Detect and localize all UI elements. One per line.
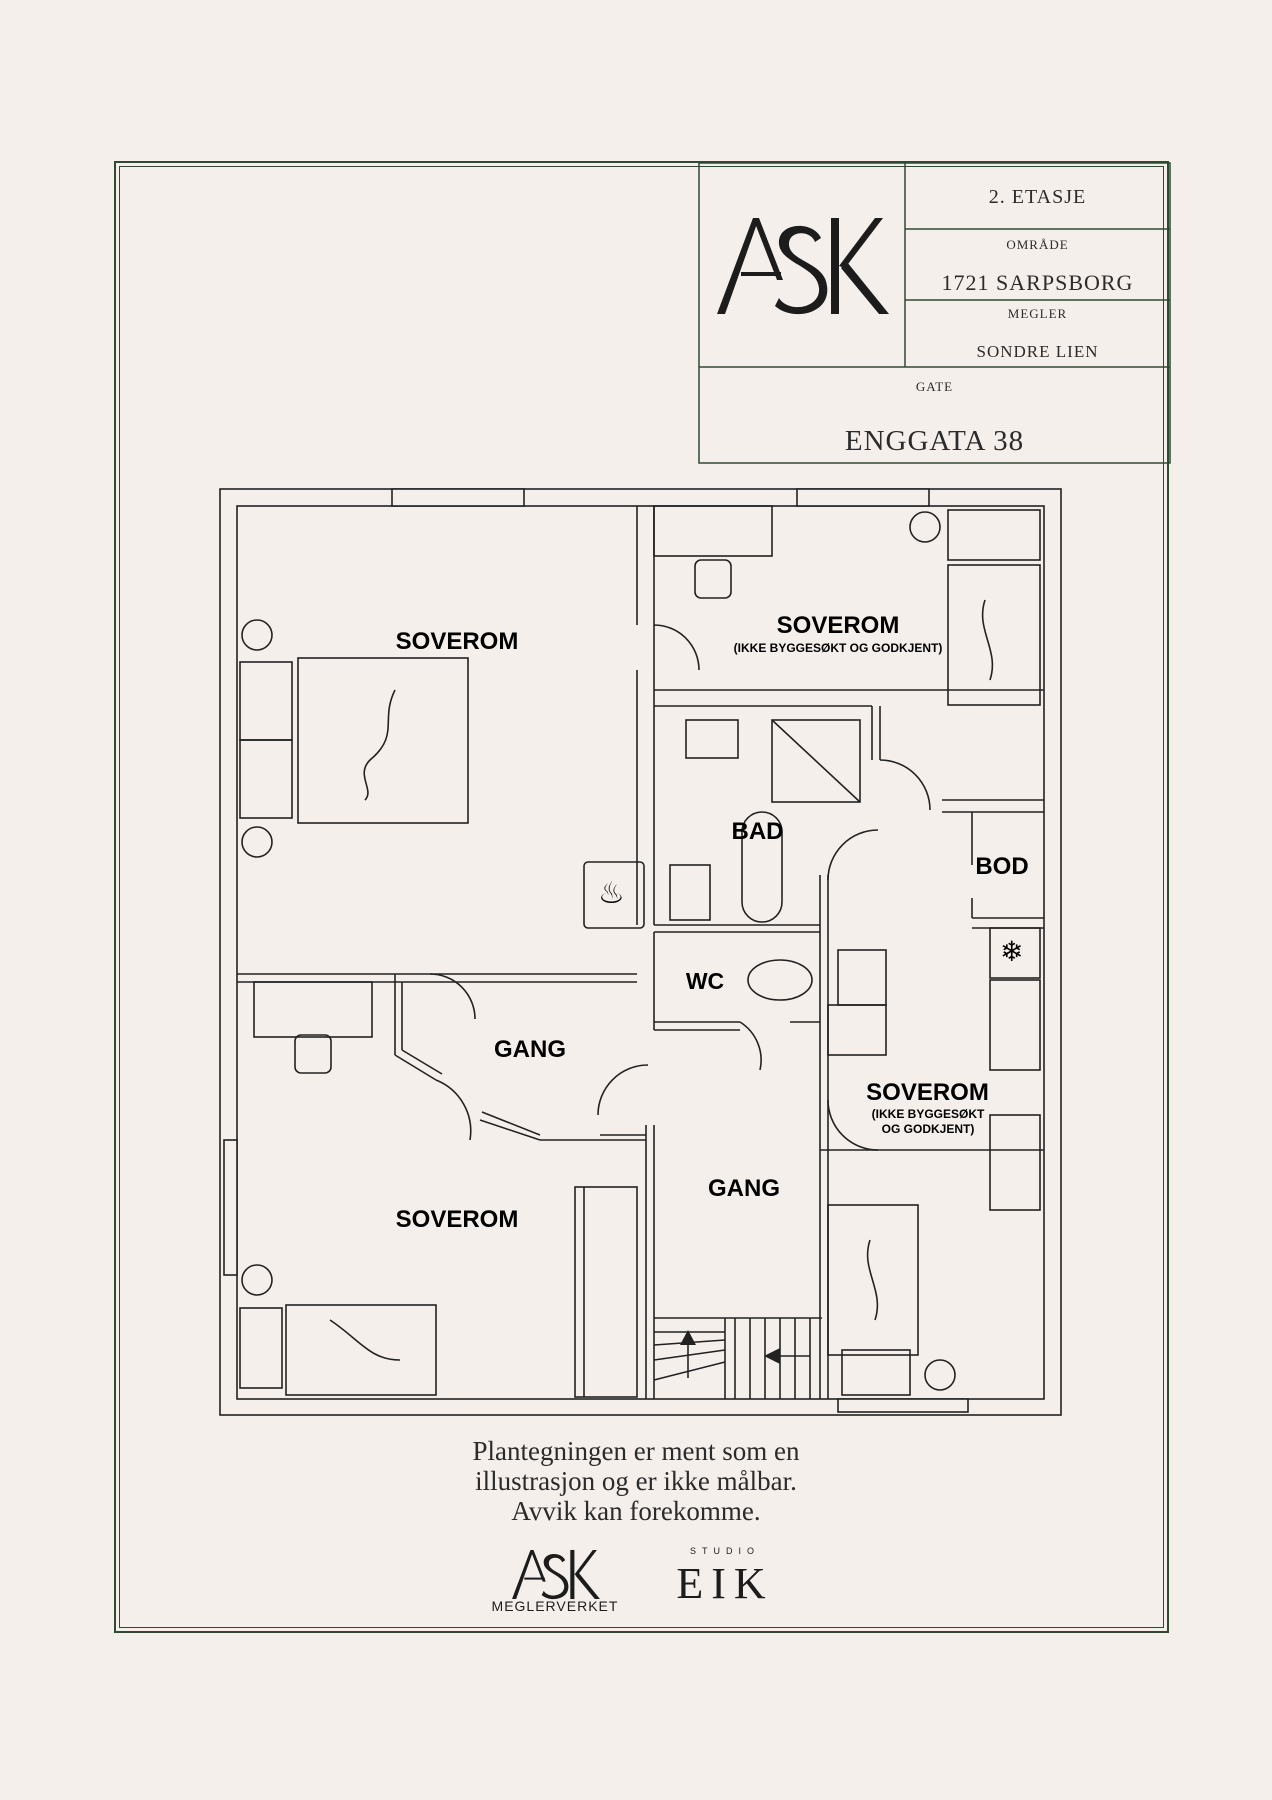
street-value: ENGGATA 38 [844,425,1025,457]
studio-eik-logo: EIK [676,1559,774,1608]
room-label-bathroom: BAD [731,818,784,845]
disclaimer: Plantegningen er ment som en illustrasjo… [336,1436,936,1526]
area-value: 1721 SARPSBORG [941,270,1134,295]
room-label-wc: WC [685,968,725,994]
floor-label: 2. ETASJE [988,186,1087,208]
room-label-hall-center: GANG [708,1175,780,1202]
street-label: GATE [915,379,954,394]
broker-value: SONDRE LIEN [976,342,1099,361]
studio-eik-top: STUDIO [689,1546,760,1556]
inner-frame [119,166,1164,1628]
room-label-bedroom-bottom-left: SOVEROM [395,1206,519,1233]
disclaimer-line-3: Avvik kan forekomme. [511,1496,761,1526]
snowflake-icon: ❄ [1000,935,1024,968]
room-note-bedroom-bottom-right-2: OG GODKJENT) [881,1122,975,1136]
broker-label: MEGLER [1007,306,1068,321]
room-label-bedroom-top-right: SOVEROM [776,612,900,639]
disclaimer-line-2: illustrasjon og er ikke målbar. [475,1466,797,1496]
ask-meglerverket-logo-icon [512,1549,600,1600]
room-label-bedroom-top-left: SOVEROM [395,628,519,655]
area-label: OMRÅDE [1006,237,1069,252]
room-label-bedroom-bottom-right: SOVEROM [866,1079,989,1106]
room-note-bedroom-top-right: (IKKE BYGGESØKT OG GODKJENT) [733,641,943,655]
ask-logo-icon [717,218,889,315]
fireplace-icon: ♨ [598,876,625,911]
room-note-bedroom-bottom-right-1: (IKKE BYGGESØKT [871,1107,985,1121]
disclaimer-line-1: Plantegningen er ment som en [472,1436,800,1466]
ask-meglerverket-subtitle: MEGLERVERKET [491,1598,619,1614]
outer-frame [114,161,1169,1633]
room-label-hall-left: GANG [494,1036,566,1063]
room-label-storage: BOD [975,853,1029,880]
